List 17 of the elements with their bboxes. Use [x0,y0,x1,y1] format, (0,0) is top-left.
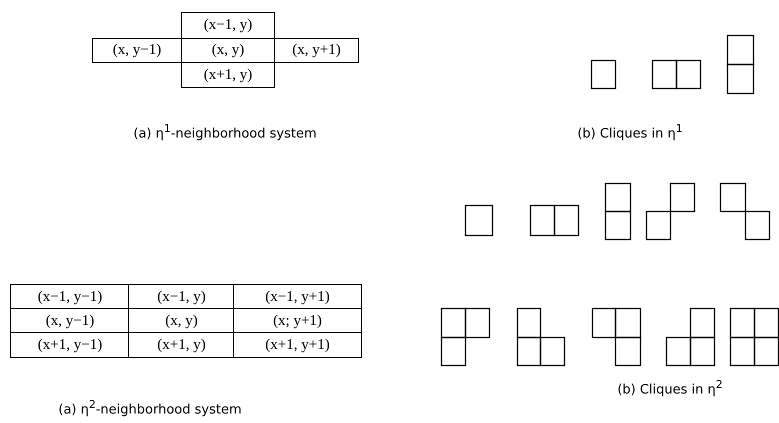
figure-caption: (b) Cliques in η$^{1}$ [577,122,683,142]
coordinate-cell: (x+1, y+1) [233,332,362,358]
figure-caption: (a) η$^{1}$-neighborhood system [133,122,317,142]
coordinate-cell: (x, y) [128,308,235,334]
coordinate-cell: (x+1, y) [181,62,275,88]
coordinate-cell: (x, y−1) [92,38,182,63]
coordinate-cell: (x−1, y+1) [233,284,362,310]
coordinate-cell: (x−1, y) [181,12,275,39]
coordinate-cell: (x, y−1) [10,308,130,334]
coordinate-cell: (x; y+1) [233,308,362,334]
figure-caption: (a) η$^{2}$-neighborhood system [58,398,242,418]
coordinate-cell: (x−1, y) [128,284,235,310]
coordinate-cell: (x−1, y−1) [10,284,130,310]
coordinate-cell: (x, y+1) [274,38,359,63]
figure-caption: (b) Cliques in η$^{2}$ [617,378,723,398]
coordinate-cell: (x+1, y) [128,332,235,358]
coordinate-cell: (x+1, y−1) [10,332,130,358]
